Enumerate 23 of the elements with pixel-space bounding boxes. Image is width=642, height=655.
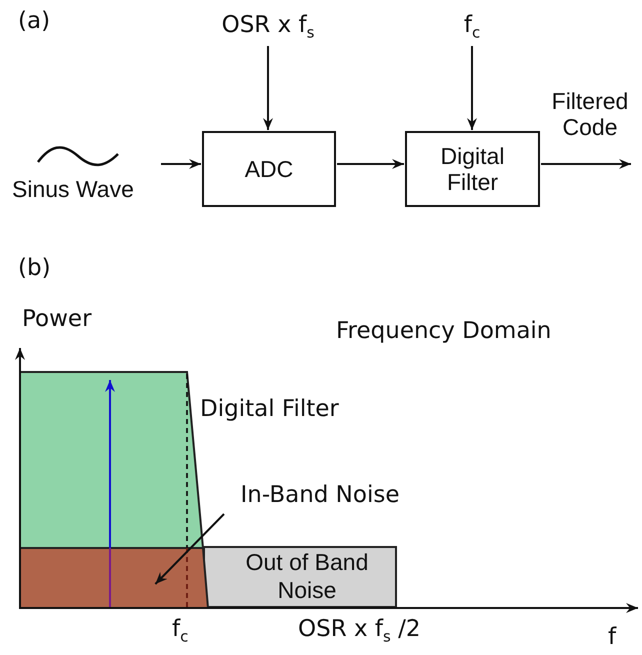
out-of-band-noise-region: Out of Band Noise [203, 546, 397, 608]
signal-label: OSR x f$_{s}$ [188, 10, 348, 44]
process-box: Digital Filter [405, 131, 540, 207]
edge-label: Filtered Code [550, 88, 630, 141]
leader-arrow [154, 513, 225, 585]
arrow [467, 46, 477, 130]
text-label: Frequency Domain [336, 318, 552, 344]
arrow [541, 159, 631, 169]
arrow [263, 46, 273, 130]
text-label: f$_{c}$ [172, 616, 188, 646]
signal-label: f$_{c}$ [442, 10, 502, 44]
text-label: Digital Filter [200, 396, 339, 422]
callout-text: In-Band Noise [222, 478, 418, 512]
node-label: Sinus Wave [12, 176, 134, 202]
text-label: (b) [18, 255, 51, 282]
text-label: OSR x f$_{s}$ /2 [298, 616, 421, 646]
process-box: ADC [202, 131, 336, 207]
text-label: (a) [18, 8, 50, 34]
text-label: Power [22, 306, 92, 332]
in-band-noise-region [19, 547, 210, 609]
text-label: f [608, 624, 616, 650]
arrow [161, 159, 201, 169]
arrow [337, 159, 404, 169]
